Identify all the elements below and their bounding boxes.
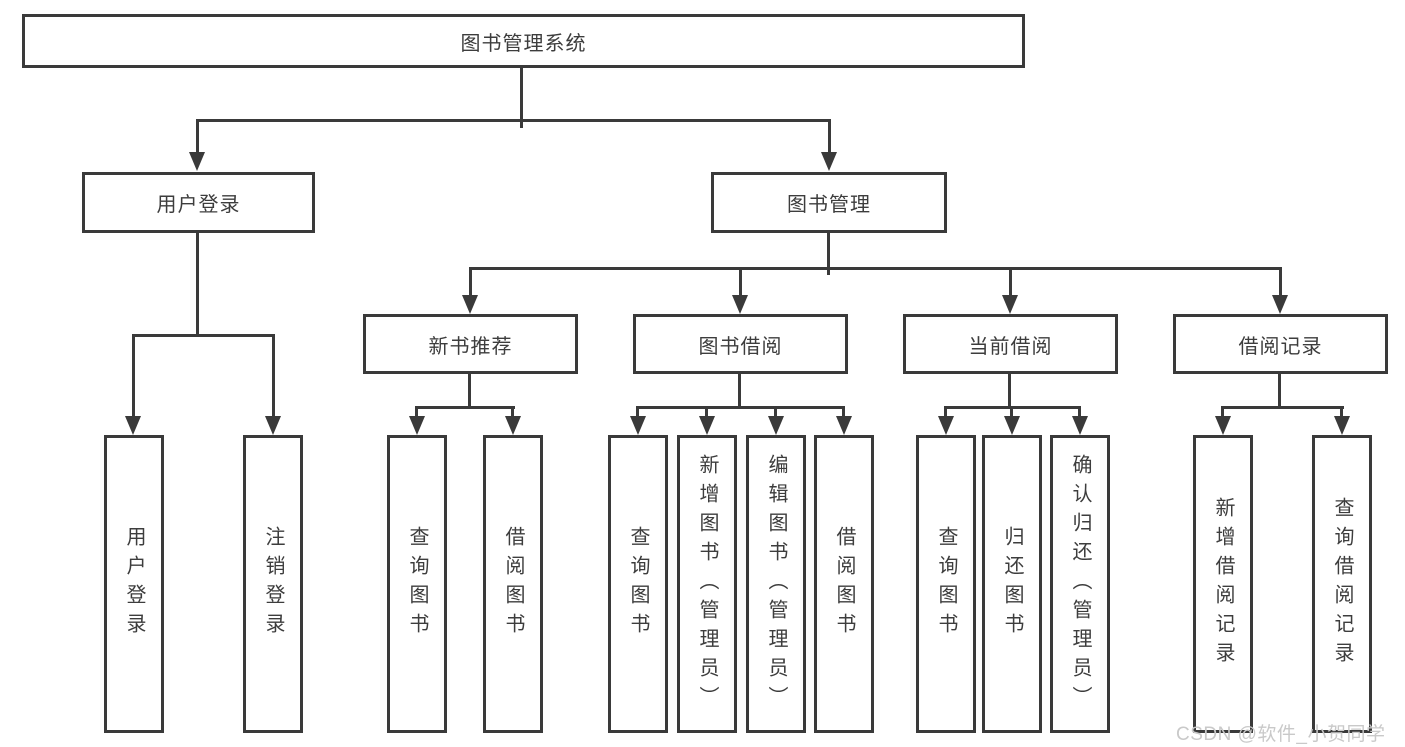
connector-drop-current-borrow xyxy=(1009,267,1012,296)
connector-userlogin-rail xyxy=(132,334,275,337)
arrow-down-icon xyxy=(1004,416,1020,435)
leaf-borrow-book-2-label: 借阅图书 xyxy=(833,526,855,642)
leaf-query-borrow-record: 查询借阅记录 xyxy=(1312,435,1372,733)
node-book-borrow-label: 图书借阅 xyxy=(698,335,783,358)
connector-drop xyxy=(705,406,708,417)
connector-bookmgmt-stem xyxy=(827,233,830,270)
leaf-query-book-1-label: 查询图书 xyxy=(406,526,428,642)
arrow-down-icon xyxy=(732,295,748,314)
leaf-add-book-admin: 新增图书（管理员） xyxy=(677,435,737,733)
leaf-add-book-admin-label: 新增图书（管理员） xyxy=(696,453,718,715)
connector-bookmgmt-tail xyxy=(827,270,830,275)
leaf-query-book-2: 查询图书 xyxy=(608,435,668,733)
leaf-user-login: 用户登录 xyxy=(104,435,164,733)
leaf-query-book-3-label: 查询图书 xyxy=(935,526,957,642)
arrow-down-icon xyxy=(1002,295,1018,314)
node-root-label: 图书管理系统 xyxy=(460,32,587,55)
connector-drop xyxy=(511,406,514,417)
arrow-down-icon xyxy=(630,416,646,435)
connector-drop xyxy=(1010,406,1013,417)
arrow-down-icon xyxy=(699,416,715,435)
leaf-query-book-3: 查询图书 xyxy=(916,435,976,733)
connector-drop xyxy=(1078,406,1081,417)
connector-drop-borrow-record xyxy=(1279,267,1282,296)
arrow-down-icon xyxy=(1272,295,1288,314)
node-current-borrow: 当前借阅 xyxy=(903,314,1118,374)
connector-recommend-rail xyxy=(415,406,515,409)
leaf-return-book-label: 归还图书 xyxy=(1001,526,1023,642)
watermark: CSDN @软件_小贺同学 xyxy=(1176,724,1386,745)
connector-drop xyxy=(774,406,777,417)
node-current-borrow-label: 当前借阅 xyxy=(968,335,1053,358)
connector-borrow-stem xyxy=(738,374,741,409)
leaf-edit-book-admin: 编辑图书（管理员） xyxy=(746,435,806,733)
leaf-borrow-book-2: 借阅图书 xyxy=(814,435,874,733)
leaf-confirm-return-admin-label: 确认归还（管理员） xyxy=(1069,453,1091,715)
arrow-down-icon xyxy=(505,416,521,435)
connector-drop xyxy=(636,406,639,417)
arrow-down-icon xyxy=(265,416,281,435)
connector-drop-book-management xyxy=(828,119,831,154)
leaf-return-book: 归还图书 xyxy=(982,435,1042,733)
connector-current-stem xyxy=(1008,374,1011,409)
connector-root-tail xyxy=(520,122,523,128)
node-user-login: 用户登录 xyxy=(82,172,315,233)
arrow-down-icon xyxy=(768,416,784,435)
leaf-logout: 注销登录 xyxy=(243,435,303,733)
leaf-query-book-1: 查询图书 xyxy=(387,435,447,733)
arrow-down-icon xyxy=(1334,416,1350,435)
connector-record-rail xyxy=(1221,406,1344,409)
connector-drop xyxy=(944,406,947,417)
connector-borrow-rail xyxy=(636,406,845,409)
connector-root-stem xyxy=(520,66,523,122)
connector-drop-new-book-recommend xyxy=(469,267,472,296)
arrow-down-icon xyxy=(938,416,954,435)
connector-drop xyxy=(1340,406,1343,417)
connector-root-rail xyxy=(196,119,831,122)
connector-drop-book-borrow xyxy=(739,267,742,296)
leaf-borrow-book-1-label: 借阅图书 xyxy=(502,526,524,642)
arrow-down-icon xyxy=(1215,416,1231,435)
node-new-book-recommend: 新书推荐 xyxy=(363,314,578,374)
node-user-login-label: 用户登录 xyxy=(156,194,241,216)
node-root: 图书管理系统 xyxy=(22,14,1025,68)
leaf-edit-book-admin-label: 编辑图书（管理员） xyxy=(765,453,787,715)
leaf-query-book-2-label: 查询图书 xyxy=(627,526,649,642)
node-borrow-record-label: 借阅记录 xyxy=(1238,335,1323,358)
leaf-logout-label: 注销登录 xyxy=(262,526,284,642)
arrow-down-icon xyxy=(836,416,852,435)
connector-drop xyxy=(415,406,418,417)
leaf-add-borrow-record-label: 新增借阅记录 xyxy=(1212,497,1234,671)
connector-record-stem xyxy=(1278,374,1281,409)
arrow-down-icon xyxy=(409,416,425,435)
arrow-down-icon xyxy=(1072,416,1088,435)
connector-drop-leaf-logout xyxy=(272,334,275,417)
connector-userlogin-stem xyxy=(196,233,199,336)
leaf-query-borrow-record-label: 查询借阅记录 xyxy=(1331,497,1353,671)
leaf-confirm-return-admin: 确认归还（管理员） xyxy=(1050,435,1110,733)
connector-drop-leaf-user-login xyxy=(132,334,135,417)
arrow-down-icon xyxy=(462,295,478,314)
node-borrow-record: 借阅记录 xyxy=(1173,314,1388,374)
node-book-management-label: 图书管理 xyxy=(787,194,871,216)
leaf-user-login-label: 用户登录 xyxy=(123,526,145,642)
arrow-down-icon xyxy=(821,152,837,171)
leaf-add-borrow-record: 新增借阅记录 xyxy=(1193,435,1253,733)
connector-drop-user-login xyxy=(196,119,199,154)
connector-recommend-stem xyxy=(468,374,471,409)
node-book-borrow: 图书借阅 xyxy=(633,314,848,374)
arrow-down-icon xyxy=(189,152,205,171)
connector-drop xyxy=(842,406,845,417)
leaf-borrow-book-1: 借阅图书 xyxy=(483,435,543,733)
connector-bookmgmt-rail xyxy=(469,267,1282,270)
node-new-book-recommend-label: 新书推荐 xyxy=(428,335,513,358)
node-book-management: 图书管理 xyxy=(711,172,947,233)
connector-drop xyxy=(1221,406,1224,417)
arrow-down-icon xyxy=(125,416,141,435)
